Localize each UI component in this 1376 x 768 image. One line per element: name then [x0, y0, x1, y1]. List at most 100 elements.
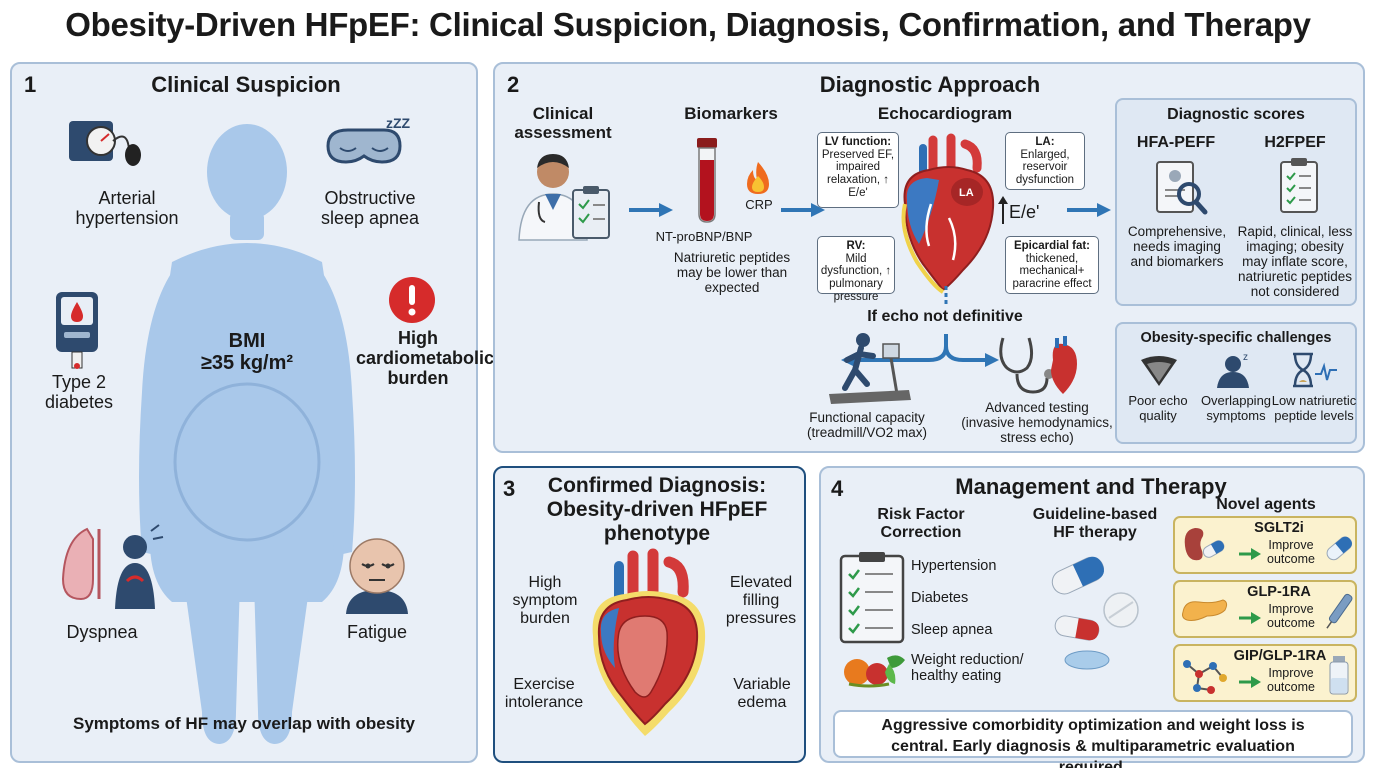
panel-footer: Symptoms of HF may overlap with obesity: [73, 714, 415, 733]
advanced-testing-label: Advanced testing (invasive hemodynamics,…: [961, 400, 1113, 446]
cardiometabolic-burden-label: High cardiometabolic burden: [356, 328, 495, 389]
page-title: Obesity-Driven HFpEF: Clinical Suspicion…: [65, 6, 1311, 43]
treadmill-icon: [829, 333, 911, 404]
challenge-low-peptide: Low natriuretic peptide levels: [1271, 393, 1357, 423]
scores-heading: Diagnostic scores: [1167, 106, 1305, 123]
panel-management-therapy: 4 Management and Therapy Risk Factor Cor…: [819, 466, 1365, 768]
hfa-peff-description: Comprehensive, needs imaging and biomark…: [1127, 224, 1227, 270]
ultrasound-icon: [1141, 356, 1177, 386]
heart-phenotype-icon: [592, 548, 706, 736]
novel-agents-heading: Novel agents: [1216, 496, 1316, 513]
dyspnea-label: Dyspnea: [66, 622, 138, 642]
overlapping-symptoms-icon: z: [1217, 352, 1249, 388]
crp-label: CRP: [745, 197, 773, 212]
panel-number: 1: [24, 72, 37, 97]
svg-text:z: z: [1243, 352, 1248, 363]
callout-rv: RV: Mild dysfunction, ↑ pulmonary pressu…: [817, 236, 895, 303]
risk-item-diabetes: Diabetes: [911, 590, 969, 606]
agent-sglt2i-card: SGLT2i Improve outcome: [1173, 516, 1357, 574]
arrow-icon: [781, 203, 825, 217]
vial-icon: [1329, 656, 1349, 695]
agent-effect: Improve outcome: [1267, 538, 1315, 566]
h2fpef-description: Rapid, clinical, less imaging; obesity m…: [1237, 224, 1353, 300]
green-arrow-icon: [1239, 676, 1261, 688]
green-arrow-icon: [1239, 612, 1261, 624]
molecule-icon: [1183, 660, 1227, 694]
green-arrow-icon: [1239, 548, 1261, 560]
risk-item-sleep-apnea: Sleep apnea: [911, 622, 993, 638]
body-silhouette-icon: [139, 124, 355, 744]
hourglass-icon: [1293, 352, 1337, 388]
if-not-definitive-label: If echo not definitive: [867, 308, 1023, 325]
vegetables-icon: [844, 655, 905, 688]
feature-exercise-intolerance: Exercise intolerance: [504, 676, 584, 711]
svg-text:zZZ: zZZ: [386, 115, 411, 131]
feature-filling-pressures: Elevated filling pressures: [725, 574, 797, 627]
panel-clinical-suspicion: 1 Clinical Suspicion BMI ≥35 kg/m² Arter…: [10, 62, 495, 763]
heart-la-label: LA: [959, 187, 974, 199]
panel-heading: Confirmed Diagnosis: Obesity-driven HFpE…: [546, 474, 768, 546]
panel-confirmed-diagnosis: 3 Confirmed Diagnosis: Obesity-driven HF…: [493, 466, 806, 763]
agent-name: SGLT2i: [1254, 520, 1304, 536]
risk-factor-heading: Risk Factor Correction: [877, 506, 965, 541]
peptide-note: Natriuretic peptides may be lower than e…: [673, 250, 791, 296]
agent-effect: Improve outcome: [1267, 666, 1315, 694]
callout-la: LA: Enlarged, reservoir dysfunction: [1005, 132, 1085, 190]
agent-name: GIP/GLP-1RA: [1233, 648, 1327, 664]
agent-gip-glp1ra-card: GIP/GLP-1RA Improve outcome: [1173, 644, 1357, 702]
clinical-assessment-label: Clinical assessment: [514, 104, 612, 143]
doctor-icon: [518, 154, 610, 241]
injection-pen-icon: [1326, 593, 1353, 629]
panel-number: 2: [507, 72, 520, 97]
arrow-icon: [1067, 203, 1111, 217]
panel-number: 3: [503, 476, 516, 501]
functional-capacity-label: Functional capacity (treadmill/VO2 max): [806, 410, 928, 441]
panel-heading: Management and Therapy: [955, 474, 1227, 499]
challenge-overlapping: Overlapping symptoms: [1200, 393, 1272, 423]
lungs-dyspnea-icon: [61, 524, 164, 609]
arrow-icon: [629, 203, 673, 217]
weight-reduction-label: Weight reduction/ healthy eating: [911, 652, 1024, 685]
alert-icon: [389, 277, 435, 323]
challenges-heading: Obesity-specific challenges: [1140, 330, 1332, 346]
bmi-label: BMI ≥35 kg/m²: [200, 330, 294, 375]
pancreas-icon: [1182, 599, 1228, 621]
gdt-heading: Guideline-based HF therapy: [1032, 506, 1158, 541]
h2fpef-label: H2FPEF: [1264, 134, 1326, 151]
pills-icon: [1051, 556, 1139, 670]
hypertension-label: Arterial hypertension: [75, 188, 179, 229]
feature-variable-edema: Variable edema: [733, 676, 791, 711]
risk-item-hypertension: Hypertension: [911, 558, 997, 574]
panel-diagnostic-approach: 2 Diagnostic Approach Clinical assessmen…: [493, 62, 1365, 453]
challenge-poor-echo: Poor echo quality: [1128, 393, 1188, 423]
agent-name: GLP-1RA: [1247, 584, 1311, 600]
ntprobnp-label: NT-proBNP/BNP: [655, 229, 753, 244]
sleep-mask-icon: zZZ: [326, 115, 411, 164]
echocardiogram-label: Echocardiogram: [877, 104, 1013, 123]
ee-label: E/e': [1009, 202, 1040, 222]
tired-face-icon: [346, 538, 408, 614]
biomarkers-label: Biomarkers: [684, 104, 778, 123]
capsule-icon: [1326, 536, 1353, 561]
agent-effect: Improve outcome: [1267, 602, 1315, 630]
hfa-peff-label: HFA-PEFF: [1136, 134, 1216, 151]
flame-icon: [747, 162, 769, 194]
magnifier-clipboard-icon: [1156, 161, 1208, 215]
key-message-box: Aggressive comorbidity optimization and …: [833, 710, 1353, 768]
up-arrow-icon: [998, 196, 1008, 224]
blood-pressure-cuff-icon: [69, 121, 141, 166]
obesity-challenges-box: Obesity-specific challenges z Poor echo …: [1115, 322, 1357, 444]
blood-tube-icon: [697, 138, 717, 223]
glucose-meter-icon: [56, 292, 98, 369]
agent-glp1ra-card: GLP-1RA Improve outcome: [1173, 580, 1357, 638]
diabetes-label: Type 2 diabetes: [44, 372, 114, 413]
diagnostic-scores-box: Diagnostic scores HFA-PEFF H2FPEF Compre…: [1115, 98, 1357, 306]
heart-echo-icon: LA: [901, 133, 995, 294]
callout-epicardial-fat: Epicardial fat: thickened, mechanical+ p…: [1005, 236, 1099, 294]
fatigue-label: Fatigue: [346, 622, 408, 642]
feature-symptom-burden: High symptom burden: [512, 574, 578, 627]
kidney-pill-icon: [1184, 528, 1225, 561]
sleep-apnea-label: Obstructive sleep apnea: [320, 188, 420, 229]
panel-heading: Diagnostic Approach: [819, 72, 1041, 97]
checklist-icon: [1280, 158, 1318, 213]
